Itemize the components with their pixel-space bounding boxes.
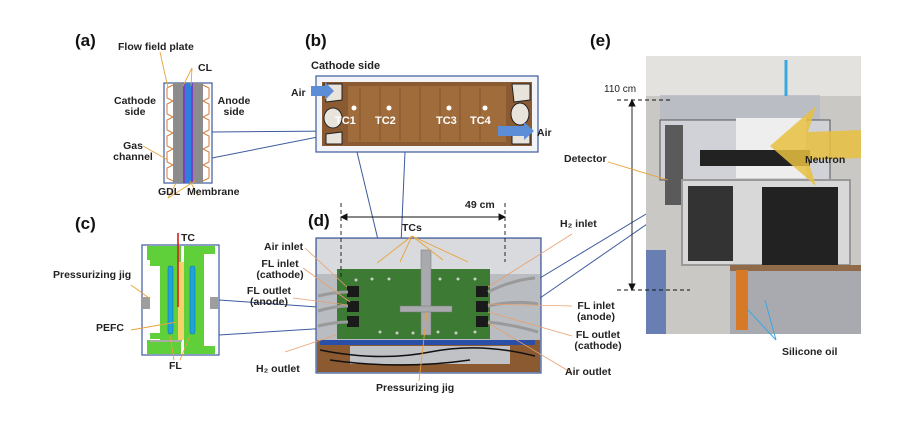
height-dimension-label: 110 cm (604, 84, 637, 95)
fl-inlet-cathode-label: FL inlet (cathode) (252, 259, 308, 281)
gas-channel-line2: channel (113, 151, 153, 163)
h2-outlet-label: H₂ outlet (256, 363, 300, 375)
air-inlet-label: Air inlet (264, 241, 304, 253)
neutron-label: Neutron (805, 154, 846, 166)
pressurizing-jig-label-c: Pressurizing jig (53, 269, 132, 281)
pefc-yellow (178, 262, 184, 340)
panel-c-label: (c) (75, 214, 96, 233)
fl-outlet-anode-line2: (anode) (250, 296, 288, 308)
membrane (185, 83, 191, 183)
tc3-dot (446, 105, 452, 111)
tc3-text: TC3 (436, 115, 457, 127)
width-dimension-label: 49 cm (465, 199, 495, 211)
panel-e-photo (607, 56, 861, 341)
fl-outlet-cathode-line2: (cathode) (574, 340, 622, 352)
panel-a-label: (a) (75, 31, 96, 50)
h2-inlet-label: H₂ inlet (560, 218, 597, 230)
tc4-text: TC4 (470, 115, 492, 127)
fl-inlet-cathode-line2: (cathode) (256, 269, 304, 281)
tc1-text: TC1 (335, 115, 356, 127)
fl-outlet-anode-label: FL outlet (anode) (245, 286, 293, 308)
air-in-label: Air (291, 87, 306, 99)
gdl-left (173, 83, 183, 183)
tc-label: TC (181, 232, 195, 244)
air-outlet-label: Air outlet (565, 366, 612, 378)
jig-vertical (420, 249, 432, 336)
flow-field-plate-label: Flow field plate (118, 41, 194, 53)
fl-outlet-cathode-label: FL outlet (cathode) (572, 330, 624, 352)
cl-label: CL (198, 62, 212, 74)
panel-c-diagram (130, 233, 220, 361)
fl-left (167, 265, 174, 335)
flow-channel-left (166, 84, 175, 182)
panel-d-photo (284, 203, 573, 382)
gdl-right (193, 83, 203, 183)
flow-channel-right (201, 84, 210, 182)
dim-110cm (617, 98, 690, 292)
fl-outlet-anode-line1: FL outlet (246, 285, 292, 297)
jig-bolt-right (210, 297, 218, 309)
fl-inlet-anode-line1: FL inlet (577, 300, 615, 312)
air-out-label: Air (537, 127, 552, 139)
cathode-side-line2: side (124, 106, 146, 118)
tc4-dot (482, 105, 488, 111)
fl-inlet-anode-label: FL inlet (anode) (572, 301, 620, 323)
fl-inlet-anode-line2: (anode) (577, 311, 615, 323)
cathode-side-title: Cathode side (311, 60, 381, 72)
black-panel (762, 187, 838, 271)
dim-49cm (339, 203, 507, 278)
panel-d-label: (d) (308, 211, 330, 230)
panel-b-plate (311, 75, 539, 153)
tc1-dot (351, 105, 357, 111)
orange-bracket (736, 270, 748, 330)
silicone-oil-label: Silicone oil (782, 346, 838, 358)
anode-side-line1: Anode (217, 95, 251, 107)
gdl-label: GDL (158, 186, 181, 198)
detector-label: Detector (564, 153, 607, 165)
fl-outlet-cathode-line1: FL outlet (575, 329, 621, 341)
tc2-dot (386, 105, 392, 111)
air-in-arrow (311, 82, 334, 100)
air-out-arrow (498, 122, 534, 140)
tc2-text: TC2 (375, 115, 396, 127)
pressurizing-jig-label-d: Pressurizing jig (376, 382, 455, 394)
pefc-label: PEFC (96, 322, 125, 334)
cl-left (183, 83, 185, 183)
gas-channel-line1: Gas (123, 140, 143, 152)
panel-e-label: (e) (590, 31, 611, 50)
gas-channel-label: Gas channel (110, 141, 156, 163)
jig-bolt-left (142, 297, 150, 309)
tcs-label: TCs (402, 222, 422, 234)
cathode-side-line1: Cathode (114, 95, 156, 107)
anode-side-label: Anode side (213, 96, 255, 118)
neutron-arrow (770, 106, 861, 186)
cathode-side-label: Cathode side (110, 96, 160, 118)
anode-side-line2: side (223, 106, 245, 118)
panel-a-diagram (142, 51, 213, 199)
membrane-label: Membrane (187, 186, 240, 198)
panel-b-label: (b) (305, 31, 327, 50)
fl-label: FL (169, 360, 182, 372)
fl-right (189, 265, 196, 335)
jig-horizontal (399, 305, 453, 313)
fl-inlet-cathode-line1: FL inlet (261, 258, 299, 270)
cl-right (191, 83, 193, 183)
